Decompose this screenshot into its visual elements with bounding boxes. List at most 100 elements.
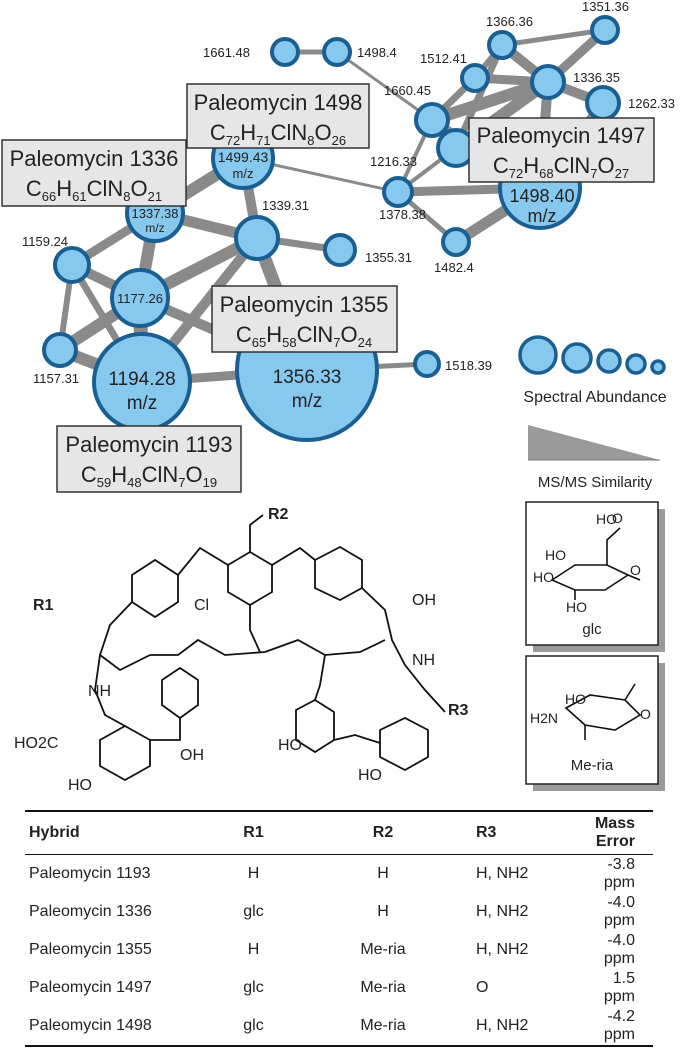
header-r1: R1	[205, 810, 302, 855]
svg-text:O: O	[612, 510, 623, 526]
svg-text:O: O	[640, 706, 651, 722]
node-1518	[413, 350, 441, 378]
cell-hybrid: Paleomycin 1193	[29, 865, 151, 882]
cell-mass-error: -3.8 ppm	[603, 856, 635, 891]
table-row: Paleomycin 1498 glc Me-ria H, NH2 -4.2 p…	[25, 1007, 653, 1047]
abundance-legend-label: Spectral Abundance	[523, 389, 666, 406]
label-1518: 1518.39	[445, 358, 492, 373]
svg-text:HO: HO	[545, 547, 566, 563]
svg-text:Paleomycin 1193: Paleomycin 1193	[65, 432, 232, 457]
node-1216	[382, 176, 414, 208]
svg-text:C59H48ClN7O19: C59H48ClN7O19	[81, 462, 217, 490]
svg-text:O: O	[630, 562, 641, 578]
node-1336-35	[530, 64, 566, 100]
node-1262	[585, 85, 621, 121]
cell-r3: H, NH2	[464, 1007, 577, 1047]
table-row: Paleomycin 1336 glc H H, NH2 -4.0 ppm	[25, 893, 653, 931]
label-1337-unit: m/z	[145, 221, 164, 235]
paleomycin-core-structure	[94, 514, 446, 782]
cell-r1: glc	[205, 1007, 302, 1047]
cell-hybrid: Paleomycin 1355	[29, 941, 152, 958]
label-1157: 1157.31	[33, 371, 79, 386]
svg-text:HO: HO	[565, 691, 586, 707]
cell-mass-error: -4.0 ppm	[603, 894, 635, 929]
svg-text:HO: HO	[566, 599, 587, 615]
node-1366	[487, 30, 517, 60]
table-row: Paleomycin 1193 H H H, NH2 -3.8 ppm	[25, 855, 653, 894]
node-1498-4	[322, 37, 352, 67]
svg-text:Paleomycin 1498: Paleomycin 1498	[194, 90, 363, 115]
cell-r3: H, NH2	[476, 941, 529, 958]
label-1661: 1661.48	[203, 45, 250, 60]
svg-text:Paleomycin 1336: Paleomycin 1336	[10, 146, 179, 171]
structure-r1: R1	[33, 597, 54, 614]
structure-r2: R2	[268, 506, 289, 523]
structure-ho-bottom-right: HO	[358, 767, 382, 784]
structure-nh-left: NH	[88, 683, 111, 700]
label-1498-40-unit: m/z	[528, 206, 557, 226]
label-1355-31: 1355.31	[365, 250, 412, 265]
table-row: Paleomycin 1355 H Me-ria H, NH2 -4.0 ppm	[25, 931, 653, 969]
label-1498-4: 1498.4	[357, 45, 397, 60]
label-1194-unit: m/z	[127, 393, 158, 414]
label-1339: 1339.31	[262, 198, 309, 213]
label-1336-35: 1336.35	[573, 70, 620, 85]
label-1499-unit: m/z	[233, 166, 254, 181]
node-1351	[590, 15, 620, 45]
svg-text:C72H71ClN8O26: C72H71ClN8O26	[210, 120, 346, 148]
label-1356-unit: m/z	[292, 391, 323, 412]
node-1355-31	[323, 233, 357, 267]
box-paleomycin-1497: Paleomycin 1497 C72H68ClN7O27	[468, 117, 655, 183]
label-1366: 1366.36	[486, 14, 533, 29]
structure-r3: R3	[448, 702, 469, 719]
structure-ho2c: HO2C	[14, 735, 58, 752]
label-1337: 1337.38	[132, 206, 179, 221]
label-1660: 1660.45	[384, 83, 431, 98]
cell-mass-error: -4.2 ppm	[577, 1007, 653, 1047]
cell-r2: H	[377, 865, 389, 882]
node-1661	[270, 37, 300, 67]
cell-r3: O	[476, 979, 489, 996]
header-mass-error: Mass Error	[577, 810, 653, 855]
label-1194: 1194.28	[108, 369, 175, 390]
table-row: Paleomycin 1497 glc Me-ria O 1.5 ppm	[25, 969, 653, 1007]
cell-r2: Me-ria	[360, 979, 406, 996]
similarity-wedge	[528, 425, 660, 460]
header-hybrid: Hybrid	[25, 810, 205, 855]
me-ria-sugar-box: HO H2N O Me-ria	[525, 655, 665, 791]
svg-text:C65H58ClN7O24: C65H58ClN7O24	[236, 322, 372, 350]
node-1339	[234, 215, 280, 261]
cell-r3: H, NH2	[476, 903, 529, 920]
cell-r1: H	[247, 865, 260, 882]
glc-sugar-box: HO O HO HO HO O glc	[525, 501, 665, 652]
svg-text:Paleomycin 1355: Paleomycin 1355	[220, 292, 389, 317]
cell-mass-error: -4.0 ppm	[603, 932, 635, 967]
label-1499: 1499.43	[218, 149, 269, 165]
label-1159: 1159.24	[22, 234, 68, 249]
label-1216: 1216.33	[370, 154, 417, 169]
cell-r2: Me-ria	[302, 1007, 464, 1047]
node-1660	[414, 102, 450, 138]
header-r2: R2	[302, 810, 464, 855]
header-r3: R3	[464, 810, 577, 855]
label-1378: 1378.38	[379, 207, 426, 222]
svg-text:C66H61ClN8O21: C66H61ClN8O21	[26, 176, 162, 204]
structure-ho-bottom-left: HO	[68, 777, 92, 794]
label-1262: 1262.33	[628, 96, 675, 111]
structure-oh-right: OH	[412, 592, 436, 609]
similarity-legend-label: MS/MS Similarity	[538, 474, 653, 491]
label-1351: 1351.36	[582, 0, 629, 14]
me-ria-name: Me-ria	[571, 757, 614, 774]
box-paleomycin-1193: Paleomycin 1193 C59H48ClN7O19	[56, 425, 242, 493]
cell-r2: H	[377, 903, 389, 920]
hybrid-table: Hybrid R1 R2 R3 Mass Error Paleomycin 11…	[25, 810, 653, 1047]
cell-hybrid: Paleomycin 1498	[25, 1007, 205, 1047]
table-header-row: Hybrid R1 R2 R3 Mass Error	[25, 810, 653, 855]
abundance-legend	[518, 335, 666, 375]
structure-nh-right: NH	[412, 652, 435, 669]
cell-r3: H, NH2	[476, 865, 529, 882]
structure-cl: Cl	[194, 597, 209, 614]
cell-r1: H	[247, 941, 260, 958]
label-1512: 1512.41	[420, 51, 467, 66]
label-1498-40: 1498.40	[509, 186, 574, 206]
